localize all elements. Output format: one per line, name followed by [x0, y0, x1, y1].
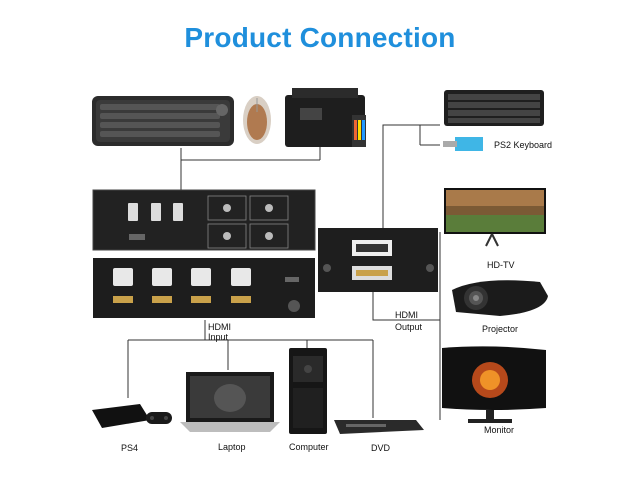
computer-label: Computer: [289, 442, 329, 452]
connection-lines: [127, 124, 441, 420]
hdmi-input-label-2: Input: [208, 332, 229, 342]
hdtv-label: HD-TV: [487, 260, 515, 270]
keyboard-icon: [92, 96, 234, 146]
monitor-icon: [442, 346, 546, 423]
dvd-player-icon: [334, 420, 424, 434]
laptop-icon: [180, 372, 280, 432]
printer-icon: [285, 88, 366, 147]
keyboard-icon-right: [444, 90, 544, 126]
hdmi-extender-box: [318, 228, 438, 292]
page-title: Product Connection: [184, 22, 456, 53]
dvd-label: DVD: [371, 443, 391, 453]
hdtv-icon: [444, 188, 546, 247]
kvm-switch-rear: [93, 258, 315, 318]
hdmi-output-label-2: Output: [395, 322, 423, 332]
projector-icon: [452, 280, 548, 316]
hdmi-input-label-1: HDMI: [208, 322, 231, 332]
kvm-switch-front: [92, 189, 316, 251]
ps2-keyboard-label: PS2 Keyboard: [494, 140, 553, 150]
laptop-label: Laptop: [218, 442, 246, 452]
ps4-icon: [92, 404, 172, 428]
mouse-icon: [243, 96, 271, 144]
hdmi-output-label-1: HDMI: [395, 310, 418, 320]
projector-label: Projector: [482, 324, 519, 334]
monitor-label: Monitor: [484, 425, 515, 435]
ps2-connector-icon: [443, 137, 483, 151]
ps4-label: PS4: [121, 443, 139, 453]
computer-tower-icon: [289, 348, 327, 434]
